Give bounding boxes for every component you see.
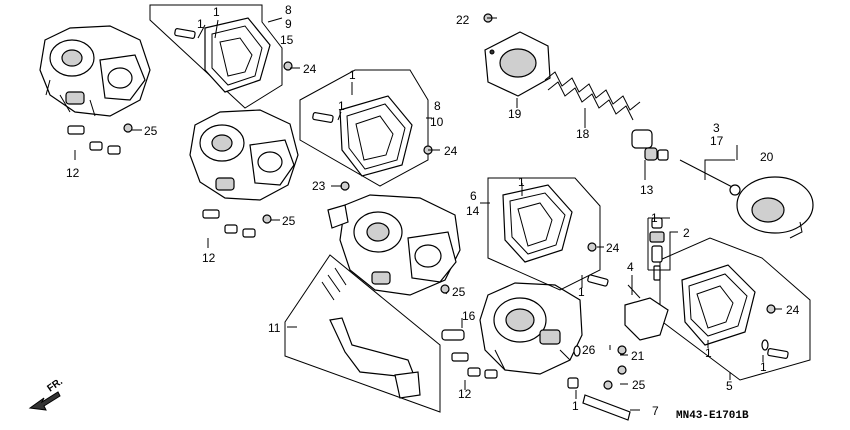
carburetor-body-4 xyxy=(479,282,583,375)
callout-6: 6 xyxy=(470,189,477,203)
callout-16: 16 xyxy=(462,309,476,323)
callout-25d: 25 xyxy=(632,378,646,392)
direction-label: FR. xyxy=(45,376,65,394)
compression-spring xyxy=(544,71,641,121)
callout-24b: 24 xyxy=(444,144,458,158)
callout-1j: 1 xyxy=(760,360,767,374)
callout-1b: 1 xyxy=(213,5,220,19)
callout-26: 26 xyxy=(582,343,596,357)
callout-2: 2 xyxy=(683,226,690,240)
callout-19: 19 xyxy=(508,107,522,121)
callout-18: 18 xyxy=(576,127,590,141)
callout-9: 9 xyxy=(285,17,292,31)
callout-7: 7 xyxy=(652,404,659,418)
callout-labels: 1 1 8 9 15 24 25 12 1 1 8 10 24 23 25 12… xyxy=(66,3,800,418)
callout-20: 20 xyxy=(760,150,774,164)
carburetor-body-3 xyxy=(327,194,461,296)
diagram-code: MN43-E1701B xyxy=(676,410,749,422)
callout-12c: 12 xyxy=(458,387,472,401)
diaphragm xyxy=(736,176,814,239)
callout-8a: 8 xyxy=(285,3,292,17)
leader-lines xyxy=(74,17,782,411)
jet-needle-set xyxy=(631,129,741,196)
callout-11: 11 xyxy=(268,321,281,335)
callout-1h: 1 xyxy=(572,399,579,413)
float-chamber-set-right xyxy=(659,237,811,381)
callout-24d: 24 xyxy=(786,303,800,317)
callout-3: 3 xyxy=(713,121,720,135)
callout-1g: 1 xyxy=(651,211,658,225)
callout-4: 4 xyxy=(627,260,634,274)
choke-link-bracket xyxy=(284,254,441,413)
callout-14: 14 xyxy=(466,204,480,218)
callout-12a: 12 xyxy=(66,166,80,180)
callout-1i: 1 xyxy=(705,346,712,360)
callout-17: 17 xyxy=(710,134,724,148)
float-chamber-set-mid xyxy=(299,69,429,187)
callout-10: 10 xyxy=(430,115,444,129)
callout-23: 23 xyxy=(312,179,326,193)
callout-21: 21 xyxy=(631,349,645,363)
callout-8b: 8 xyxy=(434,99,441,113)
callout-12b: 12 xyxy=(202,251,216,265)
callout-25a: 25 xyxy=(144,124,158,138)
callout-22: 22 xyxy=(456,13,470,27)
screw-hardware xyxy=(67,13,789,421)
callout-5: 5 xyxy=(726,379,733,393)
callout-25c: 25 xyxy=(452,285,466,299)
callout-1c: 1 xyxy=(338,99,345,113)
vacuum-chamber-cover xyxy=(484,31,551,97)
callout-25b: 25 xyxy=(282,214,296,228)
callout-1e: 1 xyxy=(518,175,525,189)
callout-15: 15 xyxy=(280,33,294,47)
callout-13: 13 xyxy=(640,183,654,197)
callout-24a: 24 xyxy=(303,62,317,76)
callout-1f: 1 xyxy=(578,285,585,299)
callout-24c: 24 xyxy=(606,241,620,255)
throttle-stop-link xyxy=(624,284,669,341)
carburetor-body-1 xyxy=(39,25,151,117)
callout-1a: 1 xyxy=(197,17,204,31)
float-chamber-set-right-center xyxy=(487,177,601,291)
jet-stack xyxy=(649,217,665,281)
carburetor-body-2 xyxy=(189,109,299,201)
front-direction-arrow xyxy=(28,391,61,411)
float-chamber-set-top xyxy=(149,4,283,109)
callout-1d: 1 xyxy=(349,68,356,82)
